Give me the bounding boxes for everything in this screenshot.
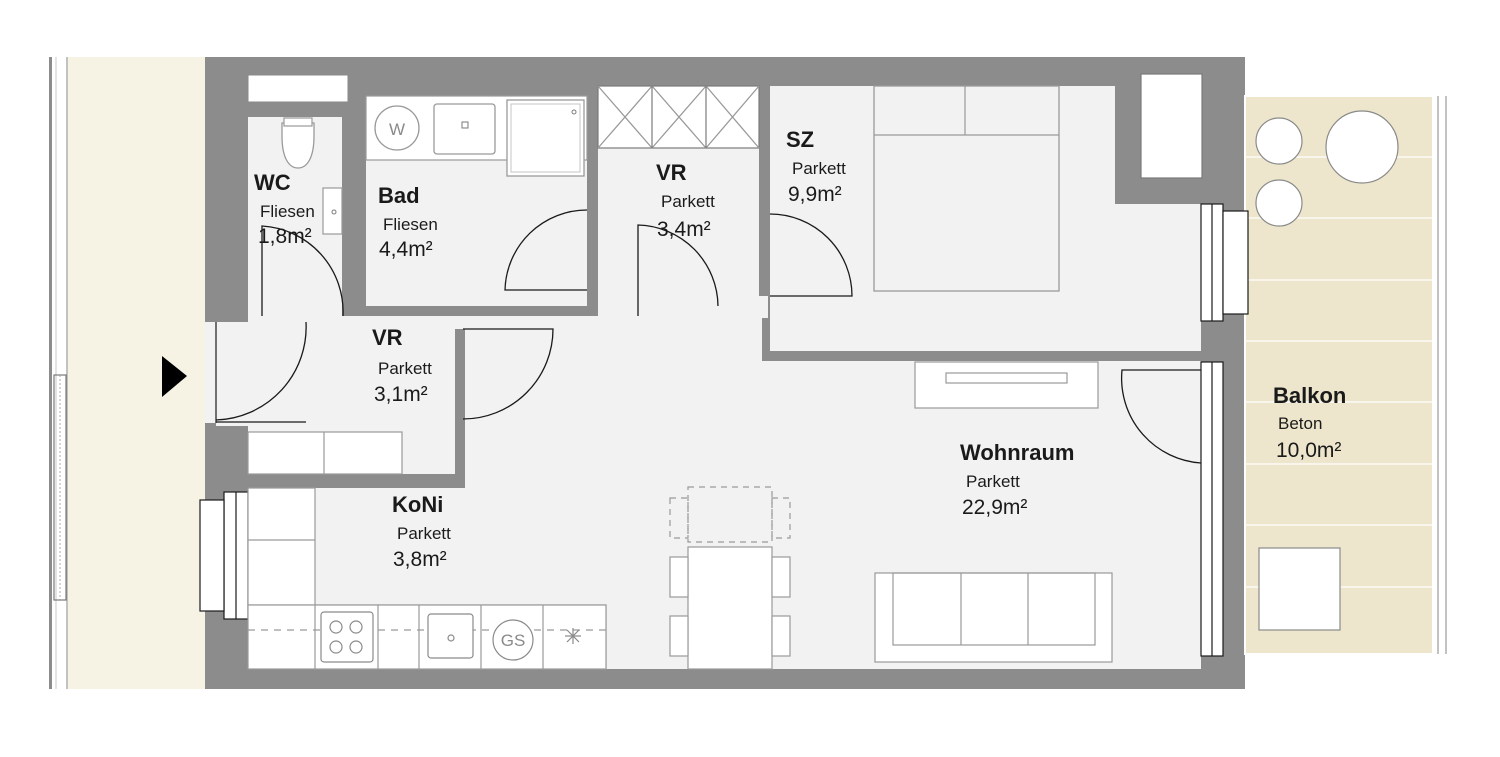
room-area-sz: 9,9m² — [788, 183, 842, 206]
shower-icon — [506, 99, 585, 177]
sink-icon — [433, 103, 496, 155]
room-floor-vr-lower: Parkett — [378, 359, 432, 378]
balcony-top-white — [1245, 57, 1448, 96]
stove-icon — [320, 611, 374, 663]
balcony-table — [1325, 110, 1399, 184]
room-area-koni: 3,8m² — [393, 548, 447, 571]
room-floor-vr-upper: Parkett — [661, 192, 715, 211]
room-name-balkon: Balkon — [1273, 383, 1346, 408]
balcony-railing — [1433, 96, 1448, 654]
room-name-vr-lower: VR — [372, 325, 403, 350]
window-sz-sill — [1222, 210, 1249, 315]
room-floor-balkon: Beton — [1278, 414, 1322, 433]
room-label-vr-upper: VR Parkett 3,4m² — [656, 160, 715, 241]
dishwasher-icon — [492, 619, 534, 661]
room-name-bad: Bad — [378, 183, 420, 208]
room-area-vr-upper: 3,4m² — [657, 218, 711, 241]
top-shelf — [247, 74, 349, 103]
door-sz — [769, 213, 853, 297]
door-bad — [504, 209, 588, 291]
kitchen: GS — [247, 487, 607, 670]
wardrobe — [1140, 73, 1203, 179]
room-label-wohnraum: Wohnraum Parkett 22,9m² — [960, 440, 1074, 519]
bathroom-fixtures: W — [365, 95, 588, 177]
fridge-icon — [565, 628, 581, 644]
corridor-bridge — [248, 316, 648, 329]
tv-unit — [914, 361, 1099, 409]
room-floor-bad: Fliesen — [383, 215, 438, 234]
vr-upper-extension — [598, 296, 768, 318]
window-koni-sill — [199, 499, 225, 612]
room-label-wc: WC Fliesen 1,8m² — [254, 170, 315, 248]
corridor-floor — [68, 57, 205, 689]
room-label-balkon: Balkon Beton 10,0m² — [1273, 383, 1346, 462]
bed-icon — [873, 85, 1060, 292]
room-name-wohnraum: Wohnraum — [960, 440, 1074, 465]
entrance-closet — [247, 431, 403, 475]
entrance-arrow-icon — [162, 356, 187, 397]
room-area-vr-lower: 3,1m² — [374, 383, 428, 406]
room-area-bad: 4,4m² — [379, 238, 433, 261]
room-labels: WC Fliesen 1,8m² Bad Fliesen 4,4m² VR Pa… — [254, 127, 1346, 571]
doors — [215, 209, 1202, 464]
room-label-sz: SZ Parkett 9,9m² — [786, 127, 846, 206]
kitchen-sink-icon — [427, 613, 474, 659]
corridor-edge-wall — [49, 57, 52, 689]
room-name-wc: WC — [254, 170, 291, 195]
dining-table-icon — [669, 486, 791, 670]
room-floor-koni: Parkett — [397, 524, 451, 543]
windows — [199, 203, 1249, 657]
room-name-vr-upper: VR — [656, 160, 687, 185]
room-label-vr-lower: VR Parkett 3,1m² — [372, 325, 432, 406]
entrance-opening — [205, 322, 248, 423]
room-area-balkon: 10,0m² — [1276, 439, 1341, 462]
balcony-chair-2 — [1255, 179, 1303, 227]
door-balcony — [1120, 369, 1202, 464]
room-area-wohnraum: 22,9m² — [962, 496, 1027, 519]
washer-label: W — [389, 120, 405, 139]
balcony-chair-1 — [1255, 117, 1303, 165]
door-wc — [261, 225, 344, 317]
wc-fixtures — [281, 117, 343, 235]
door-vr-upper — [637, 224, 719, 316]
balcony — [1244, 57, 1448, 689]
sofa-icon — [874, 572, 1113, 663]
balcony-chairs — [1255, 110, 1399, 227]
balcony-planter — [1258, 547, 1341, 631]
door-entrance — [215, 321, 307, 423]
room-area-wc: 1,8m² — [258, 225, 312, 248]
kitchen-counter-side — [247, 487, 316, 606]
balcony-board-lines — [1245, 156, 1433, 588]
room-floor-wc: Fliesen — [260, 202, 315, 221]
toilet-icon — [281, 122, 315, 169]
room-label-bad: Bad Fliesen 4,4m² — [378, 183, 438, 261]
room-floor-wohnraum: Parkett — [966, 472, 1020, 491]
room-name-koni: KoNi — [392, 492, 443, 517]
dishwasher-label: GS — [501, 631, 526, 650]
door-vr-lower — [462, 328, 554, 420]
room-floor-sz: Parkett — [792, 159, 846, 178]
closet — [597, 85, 760, 149]
balcony-bottom-white — [1245, 654, 1448, 689]
room-name-sz: SZ — [786, 127, 814, 152]
room-label-koni: KoNi Parkett 3,8m² — [392, 492, 451, 571]
washing-machine-icon — [374, 105, 420, 151]
